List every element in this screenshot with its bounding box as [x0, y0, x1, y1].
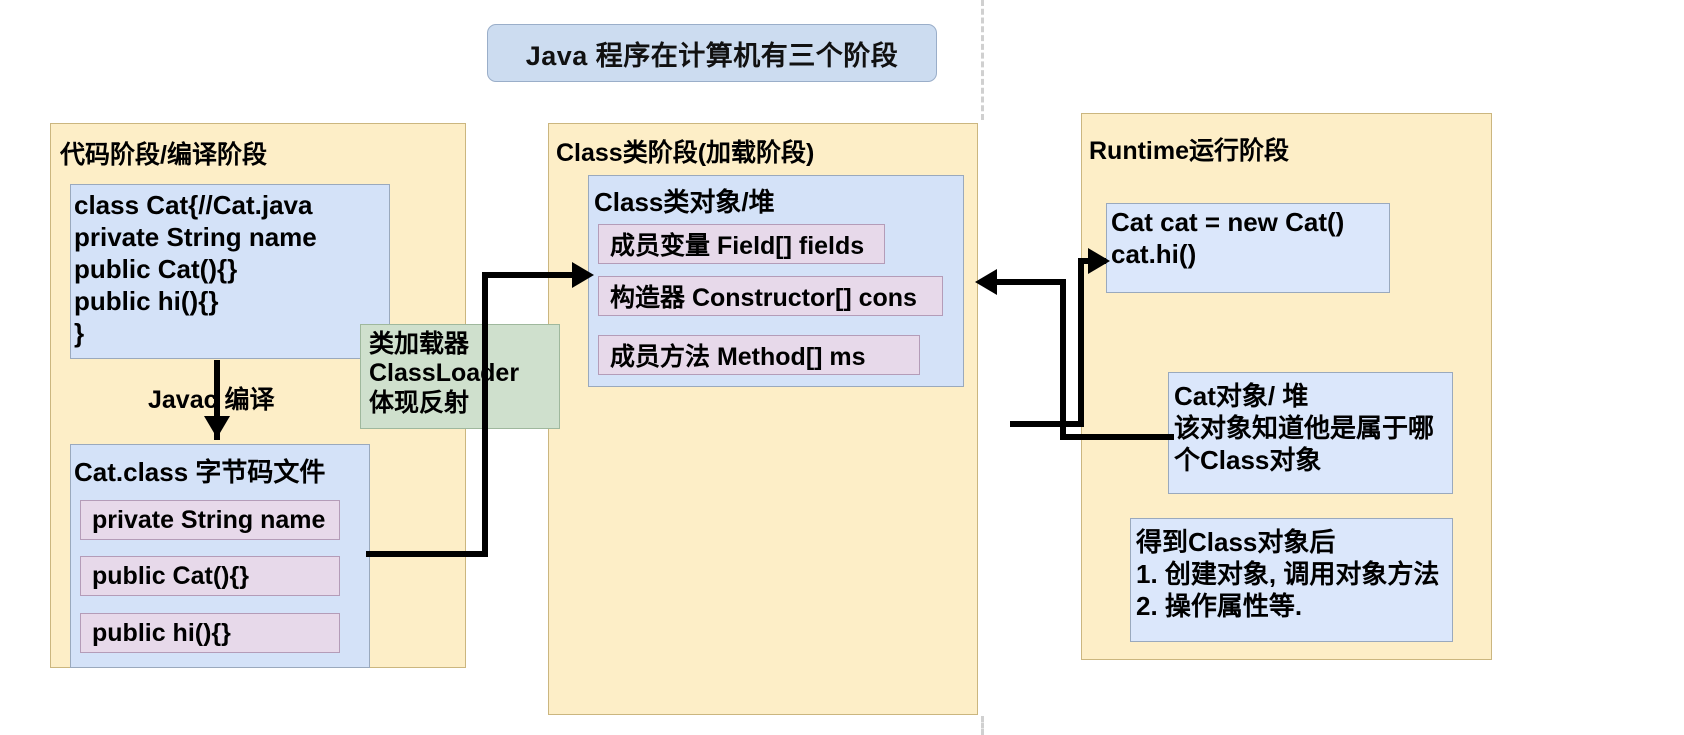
runtime-arrow-segment-bottom [1010, 421, 1084, 427]
cat-object-line-1: Cat对象/ 堆 [1174, 381, 1309, 411]
new-instance-box [1106, 203, 1390, 293]
cat-object-box [1168, 372, 1453, 494]
new-instance-line-1: Cat cat = new Cat() [1111, 207, 1345, 237]
class-loader-note-line-1: 类加载器 [369, 330, 470, 358]
class-object-member-0: 成员变量 Field[] fields [598, 224, 885, 264]
source-code-line-2: private String name [74, 222, 317, 252]
backref-arrow-segment-bottom [1064, 434, 1174, 440]
source-code-line-3: public Cat(){} [74, 254, 238, 284]
bytecode-member-0: private String name [80, 500, 340, 540]
cat-object-line-3: 个Class对象 [1174, 445, 1322, 475]
load-arrow-segment-top [482, 272, 576, 278]
load-arrow-head [572, 262, 594, 288]
class-loader-note: 类加载器 ClassLoader 体现反射 [360, 324, 560, 429]
guide-dashed-line-bottom [981, 716, 984, 735]
bytecode-member-2: public hi(){} [80, 613, 340, 653]
bytecode-heading: Cat.class 字节码文件 [74, 457, 326, 487]
javac-arrow-head [204, 416, 230, 438]
class-loader-note-line-3: 体现反射 [369, 388, 470, 417]
after-class-object-line-1: 得到Class对象后 [1136, 527, 1336, 557]
phase-heading-compile: 代码阶段/编译阶段 [60, 141, 267, 169]
javac-edge-label: Javac 编译 [148, 386, 275, 414]
cat-object-line-2: 该对象知道他是属于哪 [1174, 413, 1435, 443]
class-object-member-1: 构造器 Constructor[] cons [598, 276, 943, 316]
class-object-heading: Class类对象/堆 [594, 187, 775, 217]
source-code-box [70, 184, 390, 359]
page-title: Java 程序在计算机有三个阶段 [487, 24, 937, 82]
backref-arrow-segment-top [995, 279, 1066, 285]
bytecode-member-1: public Cat(){} [80, 556, 340, 596]
runtime-arrow-head [1088, 248, 1110, 274]
class-loader-note-line-2: ClassLoader [369, 359, 520, 388]
javac-arrow-shaft [214, 360, 220, 440]
class-object-member-2: 成员方法 Method[] ms [598, 335, 920, 375]
backref-arrow-head [975, 269, 997, 295]
source-code-line-5: } [74, 318, 85, 348]
phase-heading-runtime: Runtime运行阶段 [1089, 137, 1290, 165]
load-arrow-segment-bottom [366, 551, 488, 557]
phase-heading-class-load: Class类阶段(加载阶段) [556, 139, 815, 167]
new-instance-line-2: cat.hi() [1111, 239, 1197, 269]
after-class-object-line-3: 2. 操作属性等. [1136, 591, 1303, 621]
load-arrow-overlay-vertical [482, 324, 488, 429]
runtime-arrow-segment-vertical [1078, 258, 1084, 424]
after-class-object-box [1130, 518, 1453, 642]
source-code-line-1: class Cat{//Cat.java [74, 190, 313, 220]
guide-dashed-line-top [981, 0, 984, 120]
backref-arrow-segment-vertical [1060, 279, 1066, 440]
source-code-line-4: public hi(){} [74, 286, 219, 316]
after-class-object-line-2: 1. 创建对象, 调用对象方法 [1136, 559, 1440, 589]
